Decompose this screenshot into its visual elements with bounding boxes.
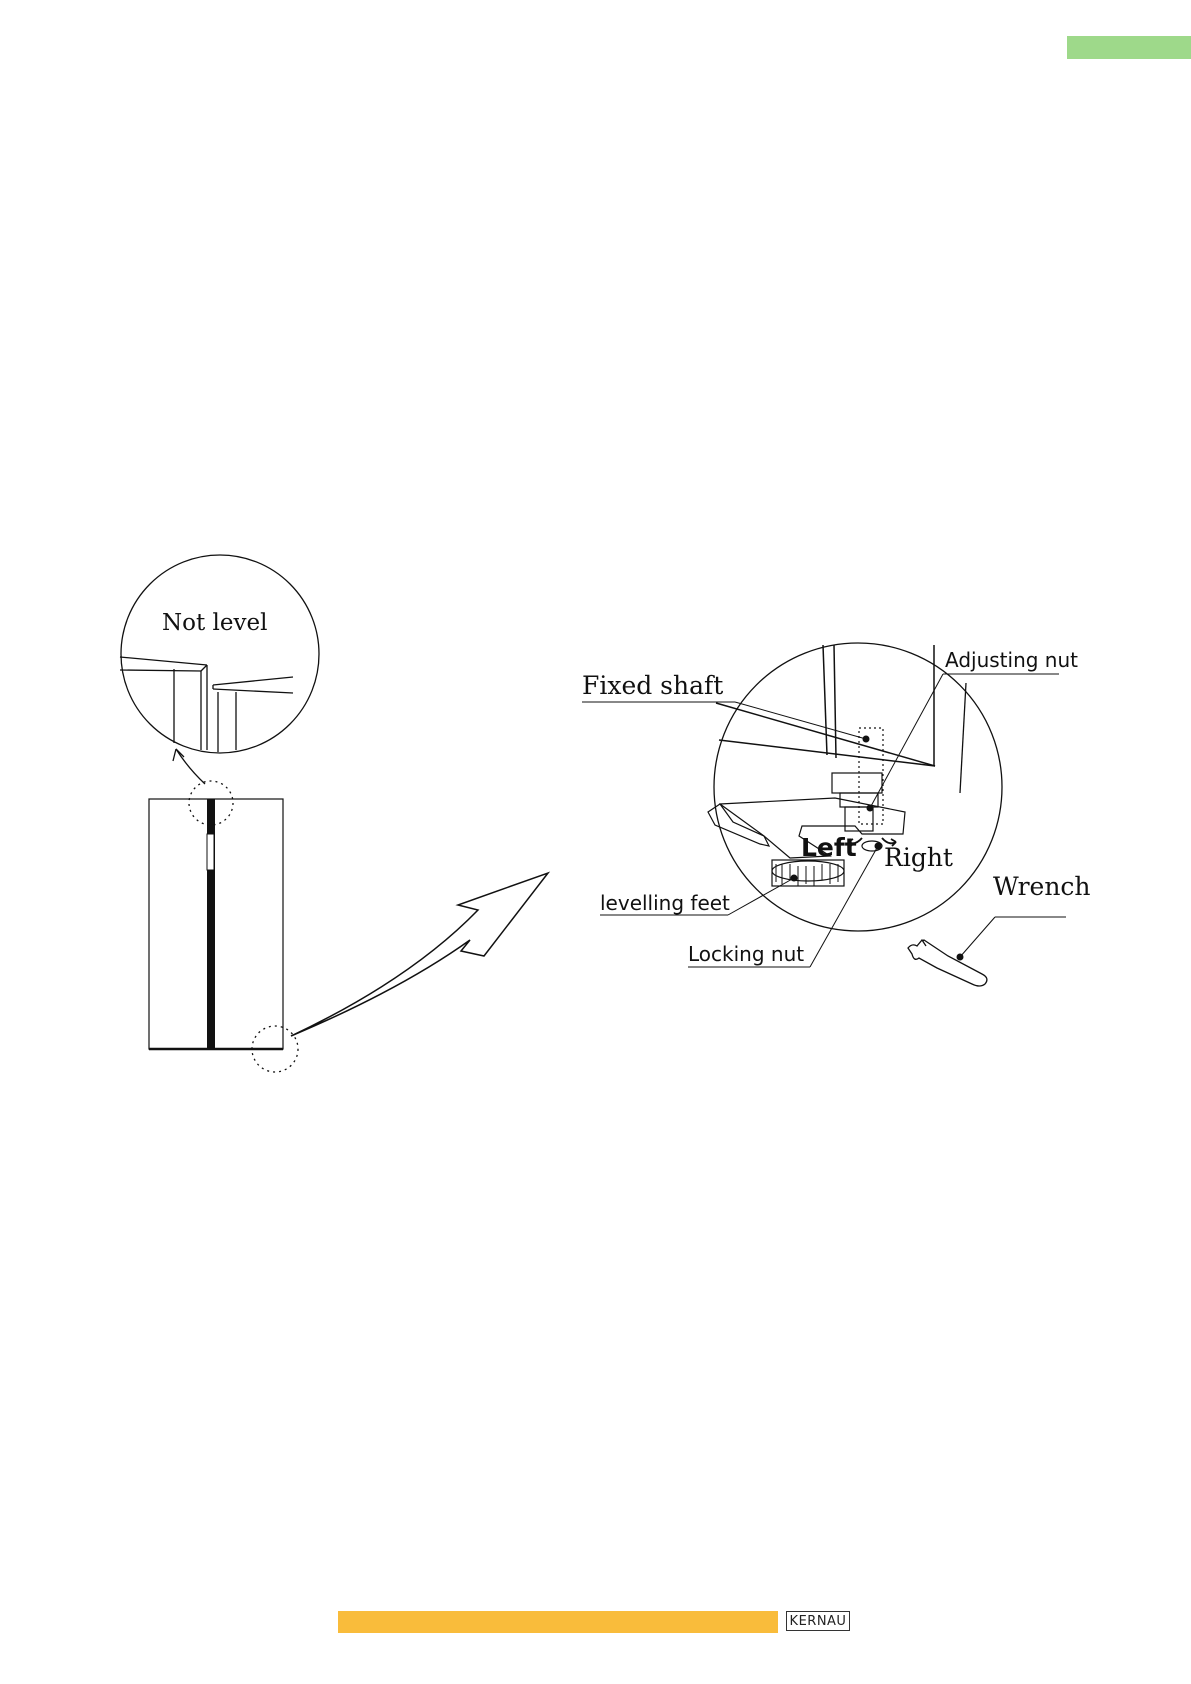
levelling-feet-label: levelling feet — [600, 891, 730, 915]
adjusting-nut-label: Adjusting nut — [945, 648, 1078, 672]
footer-accent-bar — [338, 1611, 778, 1633]
not-level-magnifier — [120, 555, 319, 784]
refrigerator-front-drawing — [149, 799, 283, 1049]
zoom-arrow — [291, 873, 548, 1036]
not-level-label: Not level — [162, 610, 267, 636]
brand-logo: KERNAU — [786, 1611, 850, 1631]
left-rotation-label: Left — [801, 833, 857, 862]
callout-leaders — [582, 674, 1066, 967]
wrench-icon — [908, 940, 987, 986]
locking-nut-label: Locking nut — [688, 942, 804, 966]
fixed-shaft-label: Fixed shaft — [582, 671, 723, 700]
wrench-label: Wrench — [993, 872, 1091, 901]
right-rotation-label: Right — [884, 843, 953, 872]
